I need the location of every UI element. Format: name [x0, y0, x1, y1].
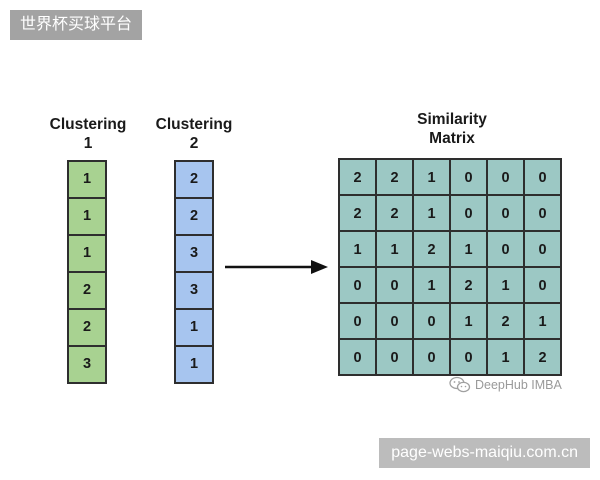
matrix-cell: 0	[414, 340, 451, 376]
matrix-cell: 2	[525, 340, 562, 376]
matrix-cell: 2	[340, 160, 377, 196]
clustering-1-cell: 1	[69, 199, 105, 236]
matrix-cell: 1	[414, 160, 451, 196]
matrix-cell: 2	[488, 304, 525, 340]
clustering-2-cell: 3	[176, 236, 212, 273]
matrix-cell: 1	[451, 304, 488, 340]
matrix-cell: 0	[488, 160, 525, 196]
matrix-cell: 0	[451, 160, 488, 196]
matrix-cell: 1	[340, 232, 377, 268]
bottom-banner: page-webs-maiqiu.com.cn	[379, 438, 590, 468]
similarity-matrix-title: Similarity Matrix	[417, 111, 487, 147]
matrix-cell: 2	[451, 268, 488, 304]
matrix-cell: 0	[525, 196, 562, 232]
matrix-cell: 0	[377, 340, 414, 376]
clustering-2-cell: 2	[176, 199, 212, 236]
clustering-1-cell: 1	[69, 236, 105, 273]
matrix-cell: 1	[451, 232, 488, 268]
matrix-cell: 0	[414, 304, 451, 340]
wechat-icon	[449, 376, 471, 393]
matrix-cell: 0	[340, 304, 377, 340]
clustering-1-column: 1 1 1 2 2 3	[67, 160, 107, 384]
top-banner: 世界杯买球平台	[10, 10, 143, 40]
matrix-cell: 1	[488, 340, 525, 376]
arrow-right-icon	[225, 260, 328, 274]
clustering-2-column: 2 2 3 3 1 1	[174, 160, 214, 384]
clustering-2-cell: 1	[176, 347, 212, 384]
matrix-cell: 0	[525, 232, 562, 268]
clustering-1-cell: 2	[69, 310, 105, 347]
clustering-1-title: Clustering 1	[49, 116, 127, 152]
matrix-cell: 2	[377, 160, 414, 196]
matrix-cell: 0	[525, 268, 562, 304]
clustering-1-cell: 3	[69, 347, 105, 384]
matrix-cell: 0	[340, 340, 377, 376]
matrix-cell: 1	[488, 268, 525, 304]
matrix-cell: 0	[451, 196, 488, 232]
matrix-cell: 0	[488, 232, 525, 268]
matrix-cell: 0	[451, 340, 488, 376]
clustering-2-cell: 2	[176, 162, 212, 199]
matrix-cell: 0	[377, 304, 414, 340]
clustering-2-title: Clustering 2	[155, 116, 233, 152]
matrix-cell: 1	[414, 268, 451, 304]
matrix-cell: 1	[414, 196, 451, 232]
matrix-cell: 0	[488, 196, 525, 232]
matrix-cell: 0	[340, 268, 377, 304]
matrix-cell: 1	[377, 232, 414, 268]
clustering-2-cell: 1	[176, 310, 212, 347]
matrix-cell: 0	[525, 160, 562, 196]
similarity-matrix: 2 2 1 0 0 0 2 2 1 0 0 0 1 1 2 1 0 0 0 0 …	[338, 158, 562, 376]
clustering-2-cell: 3	[176, 273, 212, 310]
clustering-1-cell: 1	[69, 162, 105, 199]
matrix-cell: 2	[377, 196, 414, 232]
watermark: DeepHub IMBA	[449, 376, 562, 394]
matrix-cell: 2	[340, 196, 377, 232]
matrix-cell: 0	[377, 268, 414, 304]
matrix-cell: 2	[414, 232, 451, 268]
clustering-1-cell: 2	[69, 273, 105, 310]
watermark-text: DeepHub IMBA	[475, 378, 562, 392]
matrix-cell: 1	[525, 304, 562, 340]
